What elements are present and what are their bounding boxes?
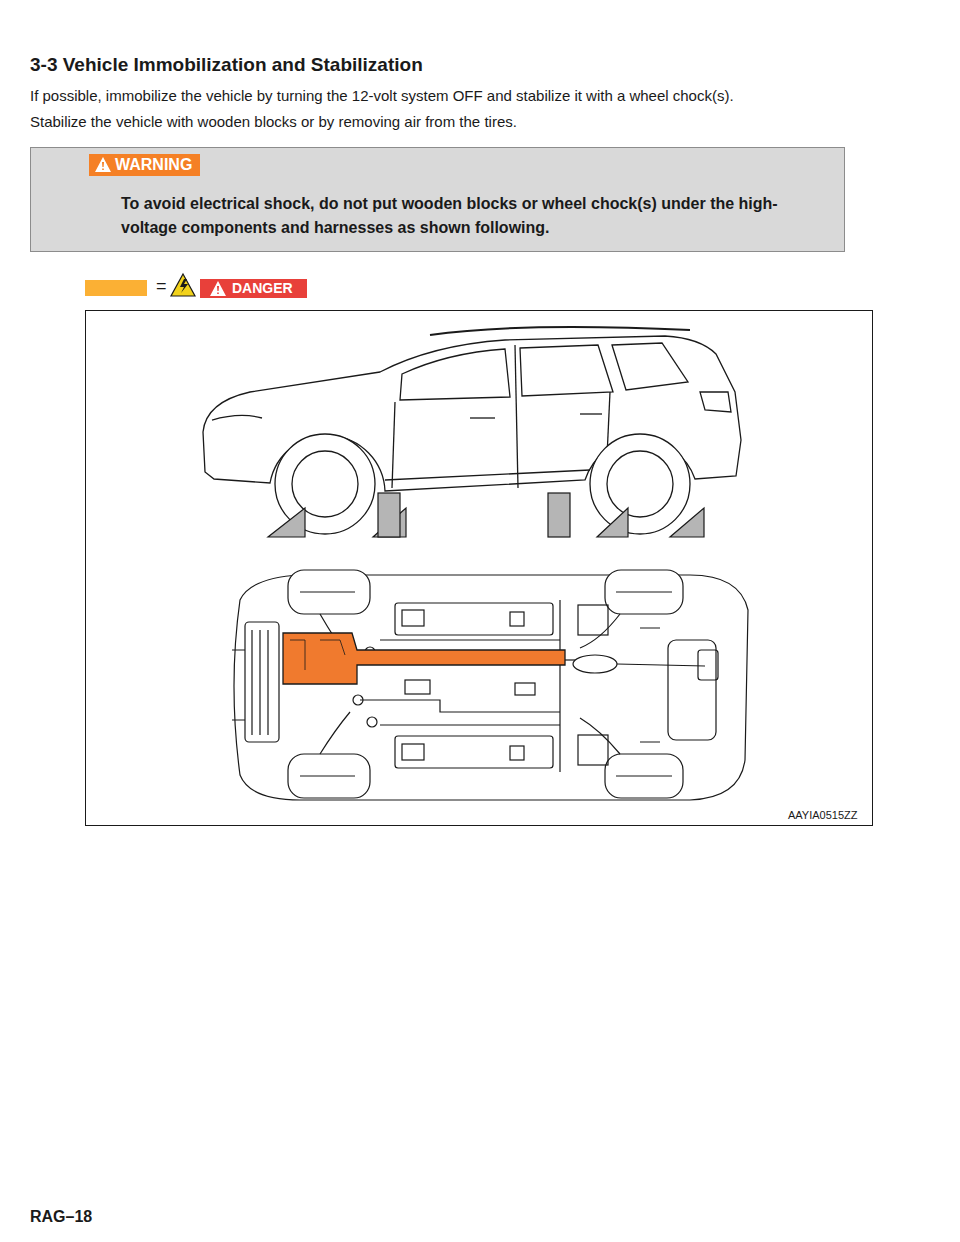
car-side-view [203, 327, 741, 534]
car-underbody-view [232, 570, 748, 800]
wooden-block [378, 493, 570, 537]
section-title: 3-3 Vehicle Immobilization and Stabiliza… [30, 54, 423, 76]
high-voltage-area-detail [290, 640, 345, 670]
warning-badge: WARNING [89, 154, 200, 176]
legend-swatch [85, 280, 147, 296]
warning-icon [94, 156, 112, 174]
high-voltage-area [283, 633, 565, 684]
body-text: If possible, immobilize the vehicle by t… [30, 87, 734, 104]
danger-icon [209, 280, 227, 297]
warning-text: To avoid electrical shock, do not put wo… [121, 192, 824, 240]
equals-sign: = [156, 276, 167, 297]
page-number: RAG–18 [30, 1208, 92, 1226]
figure-code: AAYIA0515ZZ [788, 809, 858, 821]
high-voltage-icon [171, 274, 195, 296]
danger-badge: DANGER [200, 279, 307, 298]
legend-item: DANGER [85, 279, 325, 299]
wheel-chock [268, 508, 704, 537]
warning-box: To avoid electrical shock, do not put wo… [30, 147, 845, 252]
figure-frame [86, 311, 873, 826]
legend-text: DANGER [232, 280, 293, 296]
body-text: Stabilize the vehicle with wooden blocks… [30, 113, 517, 130]
badge-text: WARNING [115, 154, 192, 176]
